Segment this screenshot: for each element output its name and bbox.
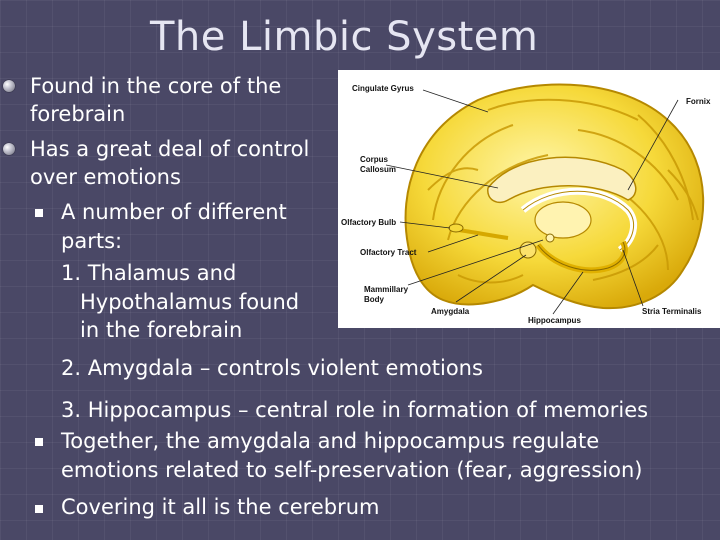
amygdala-shape [519,241,537,259]
numbered-item-line: in the forebrain [80,318,243,342]
brain-illustration: Cingulate Gyrus Fornix Corpus Callosum O… [341,83,711,325]
square-bullet-icon [35,438,43,446]
bullet-line: forebrain [30,102,126,126]
sub-bullet-line: A number of different [61,200,287,224]
sub-bullet-line: Together, the amygdala and hippocampus r… [61,429,600,453]
numbered-item-line: 1. Thalamus and [61,261,237,285]
olfactory-bulb-shape [448,223,464,233]
label-corpus-callosum: Corpus [360,155,389,164]
bullet-orb-icon [3,143,15,155]
numbered-item-line: Hypothalamus found [80,290,300,314]
thalamus-shape [534,201,592,239]
numbered-item-line: 3. Hippocampus – central role in formati… [61,398,649,422]
bullet-line: over emotions [30,165,181,189]
label-fornix: Fornix [686,97,711,106]
label-mammillary-body: Mammillary [364,285,409,294]
label-olfactory-bulb: Olfactory Bulb [341,218,396,227]
numbered-item-line: 2. Amygdala – controls violent emotions [61,356,483,380]
limbic-system-diagram: Cingulate Gyrus Fornix Corpus Callosum O… [338,70,720,328]
mammillary-body-shape [545,233,555,243]
label-mammillary-body: Body [364,295,385,304]
sub-bullet-line: parts: [61,229,123,253]
label-amygdala: Amygdala [431,307,470,316]
label-olfactory-tract: Olfactory Tract [360,248,417,257]
bullet-line: Found in the core of the [30,74,282,98]
label-stria-terminalis: Stria Terminalis [642,307,702,316]
slide-title: The Limbic System [150,14,539,60]
square-bullet-icon [35,209,43,217]
corpus-callosum-shape [487,156,637,204]
label-cingulate-gyrus: Cingulate Gyrus [352,84,414,93]
bullet-orb-icon [3,80,15,92]
label-corpus-callosum: Callosum [360,165,396,174]
sub-bullet-line: emotions related to self-preservation (f… [61,458,643,482]
label-hippocampus: Hippocampus [528,316,581,325]
square-bullet-icon [35,505,43,513]
bullet-line: Has a great deal of control [30,137,310,161]
sub-bullet-line: Covering it all is the cerebrum [61,495,380,519]
